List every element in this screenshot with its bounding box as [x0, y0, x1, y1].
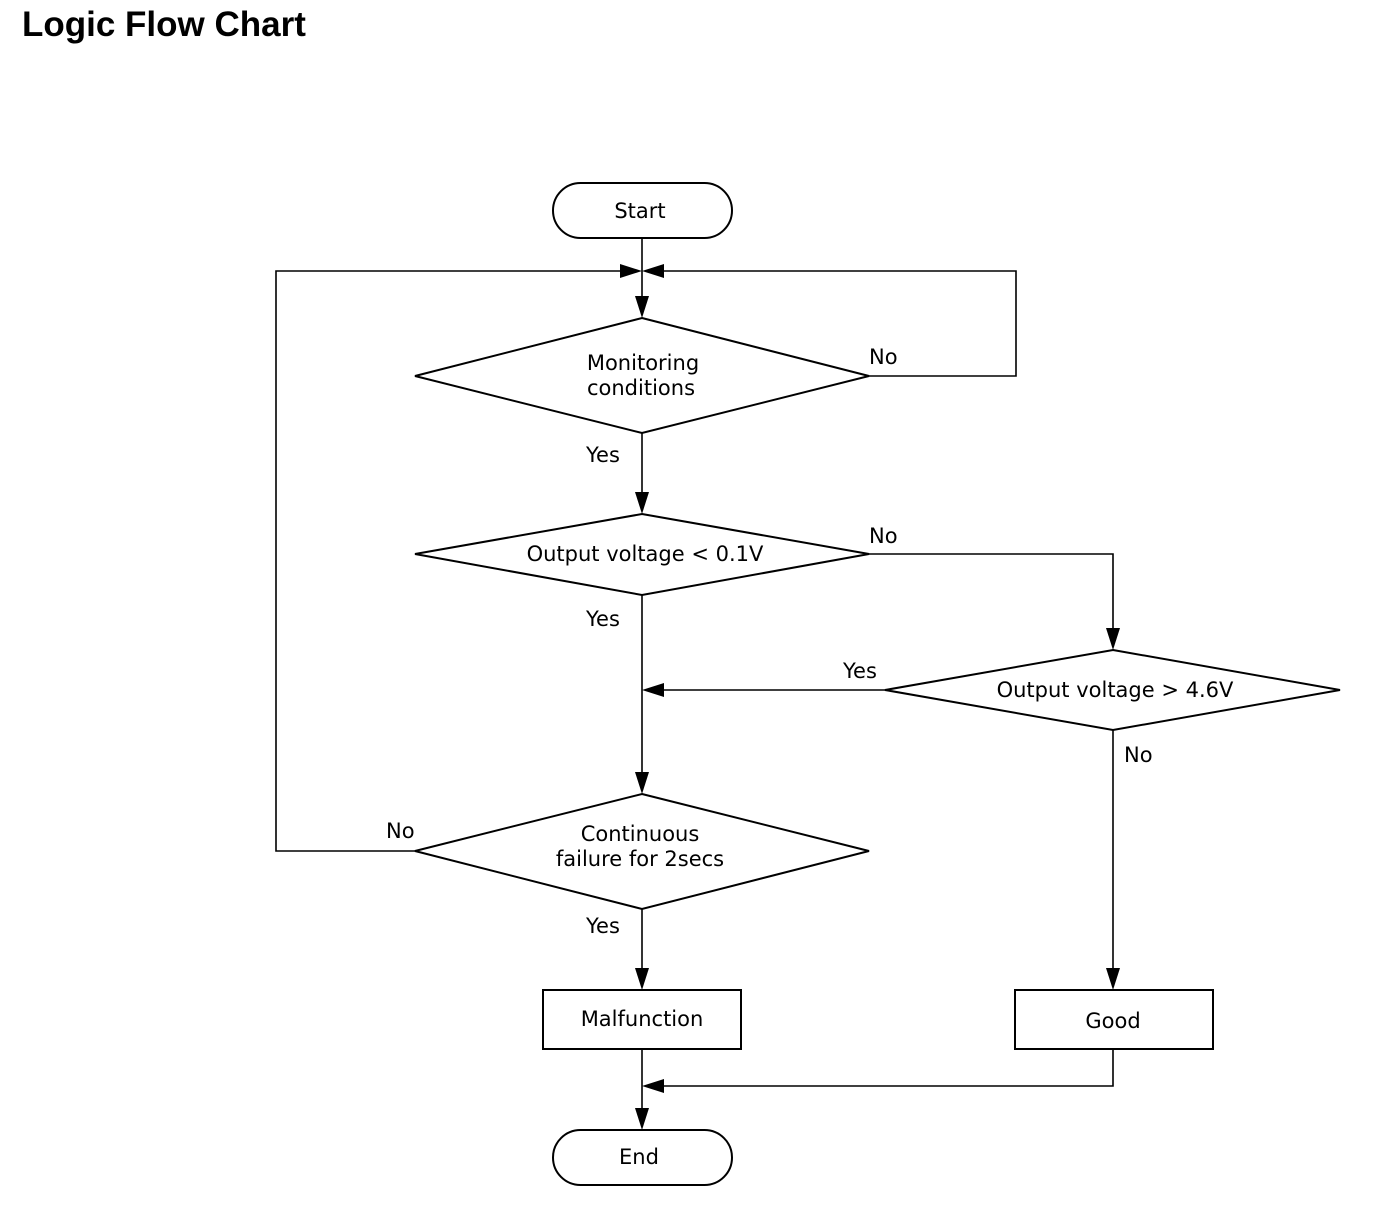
- low-voltage-label: Output voltage < 0.1V: [527, 542, 764, 566]
- malfunction-label: Malfunction: [581, 1007, 704, 1031]
- arrowhead-high-voltage-yes-merge: [642, 683, 664, 697]
- node-high-voltage: Output voltage > 4.6V: [884, 648, 1341, 732]
- node-start: Start: [552, 182, 733, 239]
- connector-continuous-no-loop: [275, 270, 622, 852]
- continuous-decision: [414, 792, 870, 911]
- monitoring-decision: [414, 316, 870, 435]
- arrowheads: [620, 264, 1120, 1130]
- connector-good-to-end: [664, 1049, 1114, 1087]
- page-title: Logic Flow Chart: [22, 5, 306, 44]
- arrowhead-merge-from-right: [642, 264, 664, 278]
- arrowhead-into-continuous: [635, 772, 649, 794]
- node-end: End: [552, 1129, 733, 1186]
- continuous-label-line-1: Continuous: [581, 822, 700, 846]
- monitoring-label-line-2: conditions: [587, 376, 695, 400]
- arrowhead-merge-from-left: [620, 264, 642, 278]
- monitoring-label-line-1: Monitoring: [587, 351, 699, 375]
- continuous-no-label: No: [386, 819, 415, 843]
- good-process: [1014, 989, 1214, 1050]
- node-continuous: Continuous failure for 2secs: [414, 792, 870, 911]
- connectors: [275, 238, 1114, 1110]
- start-label: Start: [614, 199, 665, 223]
- high-voltage-label: Output voltage > 4.6V: [997, 678, 1234, 702]
- arrowhead-into-good: [1106, 968, 1120, 990]
- node-good: Good: [1014, 989, 1214, 1050]
- low-voltage-yes-label: Yes: [585, 607, 620, 631]
- low-voltage-no-label: No: [869, 524, 898, 548]
- arrowhead-good-merge: [642, 1079, 664, 1093]
- low-voltage-decision: [414, 512, 870, 597]
- continuous-label-line-2: failure for 2secs: [556, 847, 724, 871]
- high-voltage-yes-label: Yes: [842, 659, 877, 683]
- high-voltage-no-label: No: [1124, 743, 1153, 767]
- start-terminal: [552, 182, 733, 239]
- connector-monitoring-no-loop: [660, 270, 1017, 377]
- arrowhead-into-low-voltage: [635, 492, 649, 514]
- end-terminal: [552, 1129, 733, 1186]
- high-voltage-decision: [884, 648, 1341, 732]
- good-label: Good: [1085, 1009, 1140, 1033]
- connector-low-voltage-no: [869, 553, 1114, 630]
- node-malfunction: Malfunction: [542, 989, 742, 1050]
- arrowhead-into-end: [635, 1108, 649, 1130]
- monitoring-no-label: No: [869, 345, 898, 369]
- branch-labels: No Yes No Yes Yes No No Yes: [386, 345, 1153, 938]
- arrowhead-into-monitoring: [635, 296, 649, 318]
- node-low-voltage: Output voltage < 0.1V: [414, 512, 870, 597]
- monitoring-yes-label: Yes: [585, 443, 620, 467]
- arrowhead-into-malfunction: [635, 968, 649, 990]
- end-label: End: [619, 1145, 659, 1169]
- continuous-yes-label: Yes: [585, 914, 620, 938]
- malfunction-process: [542, 989, 742, 1050]
- node-monitoring: Monitoring conditions: [414, 316, 870, 435]
- arrowhead-into-high-voltage: [1106, 628, 1120, 650]
